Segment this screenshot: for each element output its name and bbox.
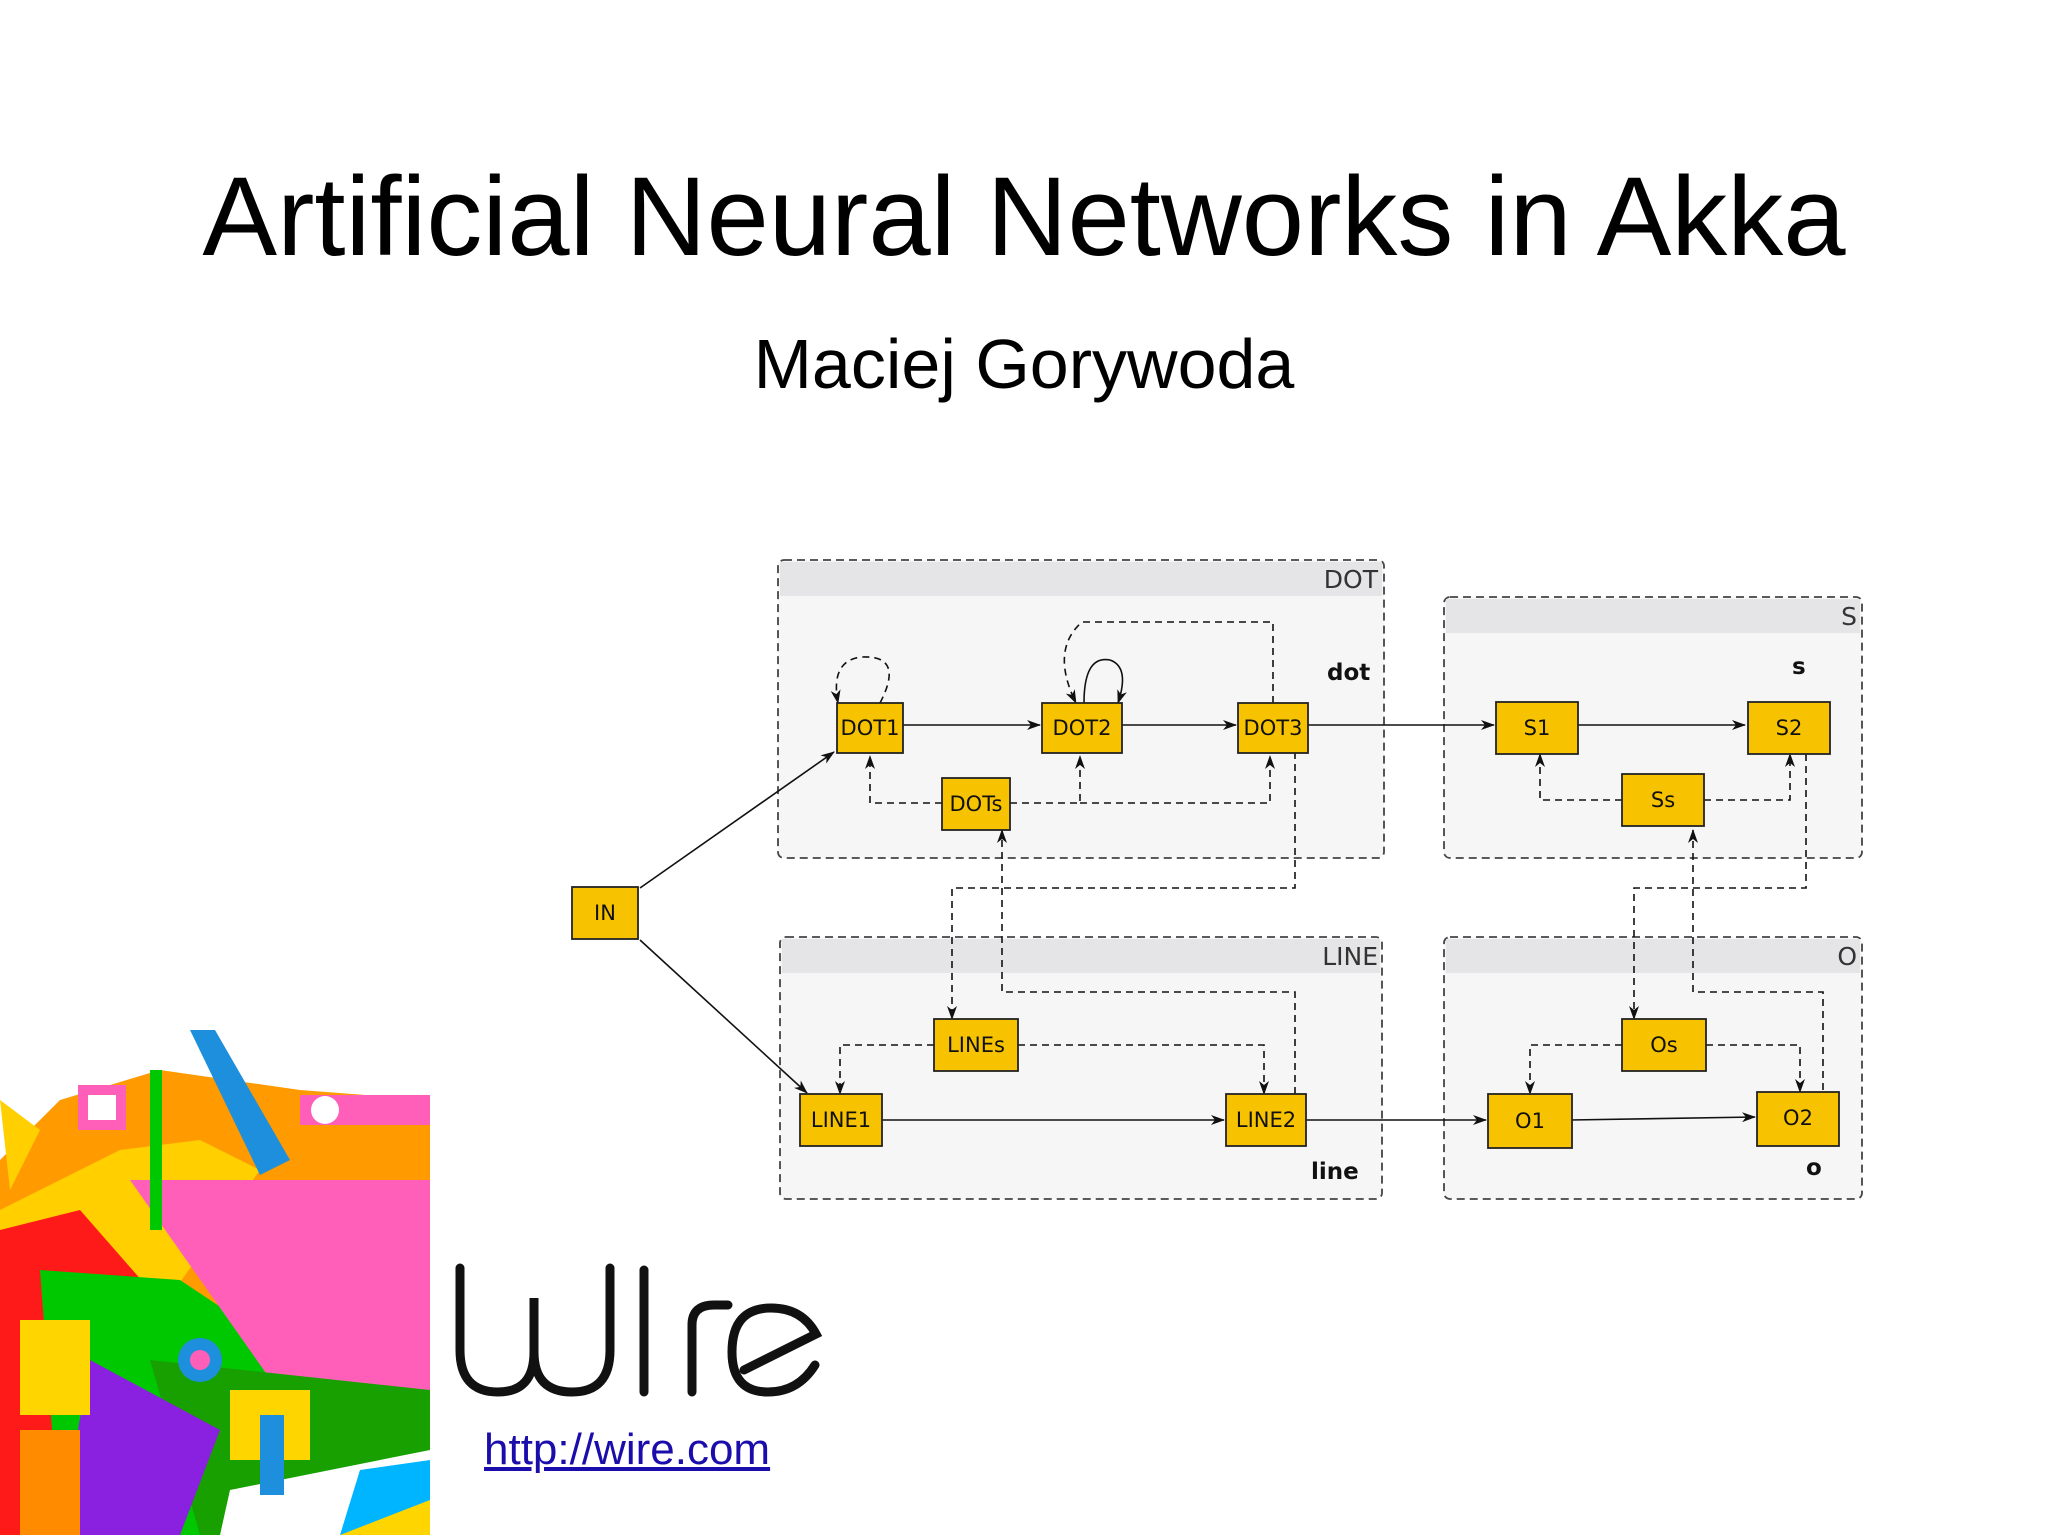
group-label-dot: DOT xyxy=(1324,565,1379,594)
edge-dots-dot3 xyxy=(1080,755,1275,804)
node-o2: O2 xyxy=(1756,1091,1840,1147)
node-label-os: Os xyxy=(1650,1033,1677,1057)
edge-s2-os xyxy=(1629,754,1807,1020)
slide-title: Artificial Neural Networks in Akka xyxy=(202,154,1846,279)
node-line2: LINE2 xyxy=(1225,1093,1307,1147)
group-line: LINE line xyxy=(779,936,1383,1200)
node-o1: O1 xyxy=(1487,1093,1573,1149)
node-label-dot3: DOT3 xyxy=(1244,716,1303,740)
nodes: IN DOT1 DOT2 DOT3 DOTs S1 S2 Ss LINE1 LI… xyxy=(571,701,1840,1149)
edge-in-line1 xyxy=(639,939,808,1094)
edge-in-dot1 xyxy=(639,751,835,889)
node-label-o2: O2 xyxy=(1783,1106,1813,1130)
edge-lines-line2 xyxy=(1018,1044,1269,1095)
node-label-in: IN xyxy=(594,901,616,925)
group-sublabel-line: line xyxy=(1311,1159,1359,1185)
node-dot2: DOT2 xyxy=(1041,702,1123,754)
node-label-dot1: DOT1 xyxy=(841,716,900,740)
edges-solid xyxy=(639,658,1756,1125)
group-sublabel-dot: dot xyxy=(1327,660,1370,686)
node-os: Os xyxy=(1621,1018,1707,1072)
node-dot3: DOT3 xyxy=(1237,702,1309,754)
edge-o1-o2 xyxy=(1569,1112,1756,1123)
edge-lines-line1 xyxy=(835,1044,934,1095)
edge-line2-dots xyxy=(997,829,1296,1094)
group-s: S s xyxy=(1443,596,1863,859)
decorative-artwork xyxy=(0,1030,430,1535)
edges-dashed xyxy=(830,621,1824,1095)
edge-os-o1 xyxy=(1525,1044,1622,1095)
group-label-line: LINE xyxy=(1322,942,1378,971)
group-label-s: S xyxy=(1841,602,1857,631)
edge-dot1-self xyxy=(830,656,890,704)
group-sublabel-o: o xyxy=(1806,1155,1822,1181)
node-s2: S2 xyxy=(1747,701,1831,755)
edge-ss-s2 xyxy=(1704,753,1795,801)
node-label-s2: S2 xyxy=(1776,716,1803,740)
node-label-o1: O1 xyxy=(1515,1109,1545,1133)
node-label-dots: DOTs xyxy=(950,792,1003,816)
node-label-lines: LINEs xyxy=(947,1033,1005,1057)
edge-dots-dot1 xyxy=(865,755,942,804)
node-label-line1: LINE1 xyxy=(811,1108,871,1132)
node-in: IN xyxy=(571,886,639,940)
node-ss: Ss xyxy=(1621,773,1705,827)
edge-dot2-self xyxy=(1083,658,1127,704)
group-label-o: O xyxy=(1837,942,1857,971)
slide-author: Maciej Gorywoda xyxy=(753,325,1295,403)
node-label-s1: S1 xyxy=(1524,716,1551,740)
node-line1: LINE1 xyxy=(799,1093,883,1147)
node-label-ss: Ss xyxy=(1651,788,1675,812)
node-dot1: DOT1 xyxy=(836,702,904,754)
node-s1: S1 xyxy=(1495,701,1579,755)
node-lines: LINEs xyxy=(933,1018,1019,1072)
node-dots: DOTs xyxy=(941,777,1011,831)
wire-logo xyxy=(455,1263,823,1397)
edge-os-o2 xyxy=(1706,1044,1805,1093)
wire-url-link[interactable]: http://wire.com xyxy=(484,1425,771,1474)
edge-dots-dot2 xyxy=(1010,755,1085,804)
edge-o2-ss xyxy=(1688,829,1824,1090)
node-label-line2: LINE2 xyxy=(1236,1108,1296,1132)
edge-ss-s1 xyxy=(1535,753,1622,801)
edge-dot3-dot2 xyxy=(1063,621,1274,704)
node-label-dot2: DOT2 xyxy=(1053,716,1112,740)
group-sublabel-s: s xyxy=(1792,654,1806,680)
edge-dot3-lines xyxy=(947,752,1296,1020)
